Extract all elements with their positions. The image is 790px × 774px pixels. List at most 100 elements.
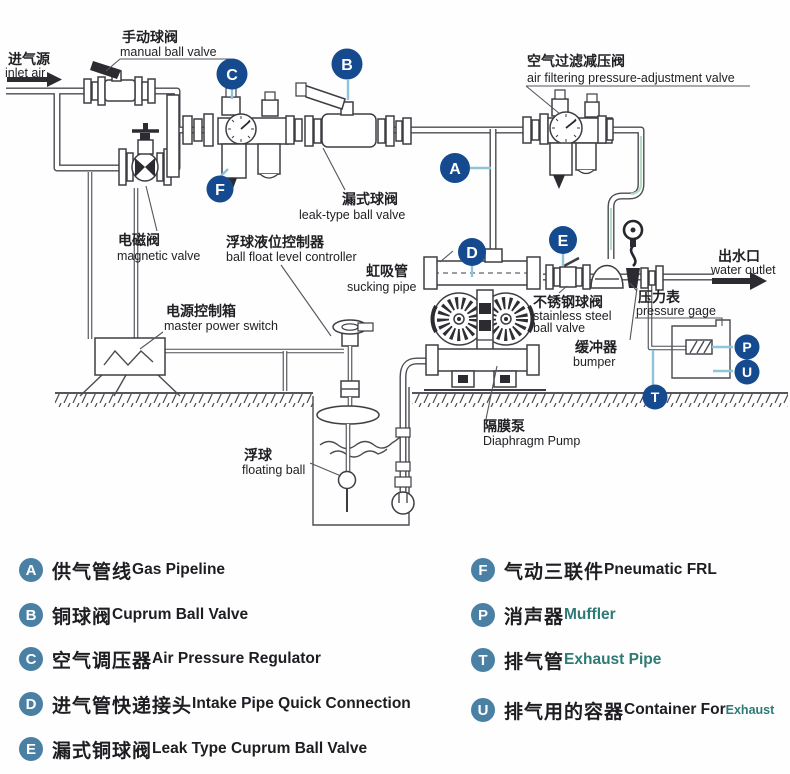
- legend-circle-P: P: [471, 603, 495, 627]
- marker-letter: A: [449, 161, 461, 178]
- outlet-couplings: [640, 265, 664, 291]
- manual-valve-label-en: manual ball valve: [120, 45, 217, 59]
- legend-en: Leak Type Cuprum Ball Valve: [152, 740, 368, 757]
- legend-zh: 排气管: [504, 651, 565, 673]
- legend-en: Container For: [624, 701, 726, 718]
- power-symbol-icon: [103, 349, 154, 367]
- control-conduits: [87, 172, 344, 391]
- legend-zh: 空气调压器: [52, 650, 153, 672]
- floating-ball-icon: [337, 470, 357, 490]
- float-disc-icon: [316, 405, 380, 425]
- bumper-label-zh: 缓冲器: [575, 339, 618, 355]
- water-outlet-label-en: water outlet: [710, 263, 776, 277]
- marker-letter: E: [558, 233, 569, 250]
- legend-en: Air Pressure Regulator: [152, 650, 321, 667]
- diaphragm-pump: [423, 248, 546, 391]
- marker-letter: P: [742, 339, 751, 355]
- legend-circle-U: U: [471, 698, 495, 722]
- legend-row-gas-pipeline: A 供气管线 Gas Pipeline: [19, 557, 225, 583]
- marker-C: C: [216, 58, 248, 90]
- valve-handle-icon: [90, 61, 121, 79]
- diagram-labels: 进气源 inlet air 手动球阀 manual ball valve 空气过…: [5, 29, 776, 477]
- legend-zh: 铜球阀: [52, 606, 113, 628]
- stainless-valve-label-en1: stainless steel: [533, 309, 612, 323]
- legend-circle-E: E: [19, 737, 43, 761]
- inlet-arrow-icon: [7, 72, 62, 87]
- foot-strainer-icon: [391, 491, 415, 515]
- marker-letter: T: [651, 389, 660, 405]
- marker-B: B: [331, 48, 363, 80]
- marker-D: D: [458, 238, 486, 266]
- legend-zh: 进气管快递接头: [52, 695, 193, 717]
- pump-label-en: Diaphragm Pump: [483, 434, 580, 448]
- floating-ball-label-zh: 浮球: [244, 447, 273, 463]
- legend-zh: 供气管线: [52, 561, 133, 583]
- floating-ball-label-en: floating ball: [242, 463, 305, 477]
- legend-zh: 消声器: [504, 606, 565, 628]
- legend-row-container-for-exhaust: U 排气用的容器 Container For Exhaust: [471, 697, 774, 723]
- pressure-gage: [622, 219, 644, 288]
- float-controller-label-en: ball float level controller: [226, 250, 357, 264]
- legend-en: Pneumatic FRL: [604, 561, 717, 578]
- legend-circle-D: D: [19, 692, 43, 716]
- exhaust-container: [671, 319, 731, 379]
- marker-P: P: [734, 334, 760, 360]
- legend-row-pneumatic-frl: F 气动三联件 Pneumatic FRL: [471, 557, 717, 583]
- master-power-switch-box: [79, 337, 181, 397]
- filter-bowl-icon: [549, 142, 573, 176]
- legend-circle-A: A: [19, 558, 43, 582]
- legend-row-muffler: P 消声器 Muffler: [471, 602, 616, 628]
- legend-en: Gas Pipeline: [132, 561, 226, 578]
- legend-zh: 排气用的容器: [504, 701, 625, 723]
- legend-circle-F: F: [471, 558, 495, 582]
- float-controller-label-zh: 浮球液位控制器: [226, 234, 325, 250]
- sucking-pipe-fittings: [391, 427, 415, 515]
- marker-A: A: [440, 153, 470, 183]
- outlet-arrow-icon: [712, 272, 767, 290]
- bumper: [590, 264, 624, 289]
- stainless-valve-label-en2: ball valve: [533, 321, 585, 335]
- water-tank: [312, 387, 410, 526]
- magnetic-valve-label-en: magnetic valve: [117, 249, 200, 263]
- marker-letter: U: [742, 364, 752, 380]
- marker-letter: F: [215, 182, 225, 199]
- pneumatic-frl-unit: [166, 87, 303, 194]
- leak-valve-label-zh: 漏式球阀: [342, 191, 398, 207]
- air-filtering-pressure-adjustment-valve: [522, 89, 614, 189]
- magnetic-valve: [118, 123, 172, 186]
- ball-float-level-controller: [316, 319, 380, 512]
- sucking-pipe-label-en: sucking pipe: [347, 280, 417, 294]
- marker-letter: C: [226, 67, 238, 84]
- pump-chamber-icon: [430, 292, 486, 346]
- legend-en: Cuprum Ball Valve: [112, 606, 249, 623]
- stainless-valve-label-zh: 不锈钢球阀: [533, 294, 603, 310]
- water-outlet-label-zh: 出水口: [718, 248, 760, 264]
- marker-stems: [220, 80, 733, 385]
- marker-T: T: [642, 384, 668, 410]
- diagram-canvas: 进气源 inlet air 手动球阀 manual ball valve 空气过…: [5, 29, 788, 526]
- marker-E: E: [549, 226, 577, 254]
- air-filter-valve-label-zh: 空气过滤减压阀: [527, 53, 625, 69]
- valve-handle-icon: [299, 82, 346, 110]
- legend-zh: 漏式铜球阀: [52, 740, 153, 762]
- marker-letter: B: [341, 57, 353, 74]
- power-switch-label-en: master power switch: [164, 319, 278, 333]
- legend-en: Intake Pipe Quick Connection: [192, 695, 411, 712]
- pressure-gage-label-zh: 压力表: [638, 289, 681, 305]
- manual-valve-label-zh: 手动球阀: [122, 29, 178, 45]
- legend-row-intake-pipe-quick-connection: D 进气管快递接头 Intake Pipe Quick Connection: [19, 691, 411, 717]
- quick-connection-icon: [484, 248, 503, 263]
- legend-row-air-pressure-regulator: C 空气调压器 Air Pressure Regulator: [19, 646, 321, 672]
- marker-F: F: [206, 175, 234, 203]
- pressure-gage-label-en: pressure gage: [636, 304, 716, 318]
- pump-label-zh: 隔膜泵: [483, 418, 525, 434]
- air-filter-valve-label-en: air filtering pressure-adjustment valve: [527, 71, 735, 85]
- stainless-steel-ball-valve: [545, 256, 591, 290]
- manual-ball-valve: [83, 61, 156, 106]
- magnetic-valve-label-zh: 电磁阀: [118, 232, 160, 248]
- leak-valve-label-en: leak-type ball valve: [299, 208, 405, 222]
- legend-circle-B: B: [19, 603, 43, 627]
- legend-zh: 气动三联件: [504, 561, 605, 583]
- marker-U: U: [734, 359, 760, 385]
